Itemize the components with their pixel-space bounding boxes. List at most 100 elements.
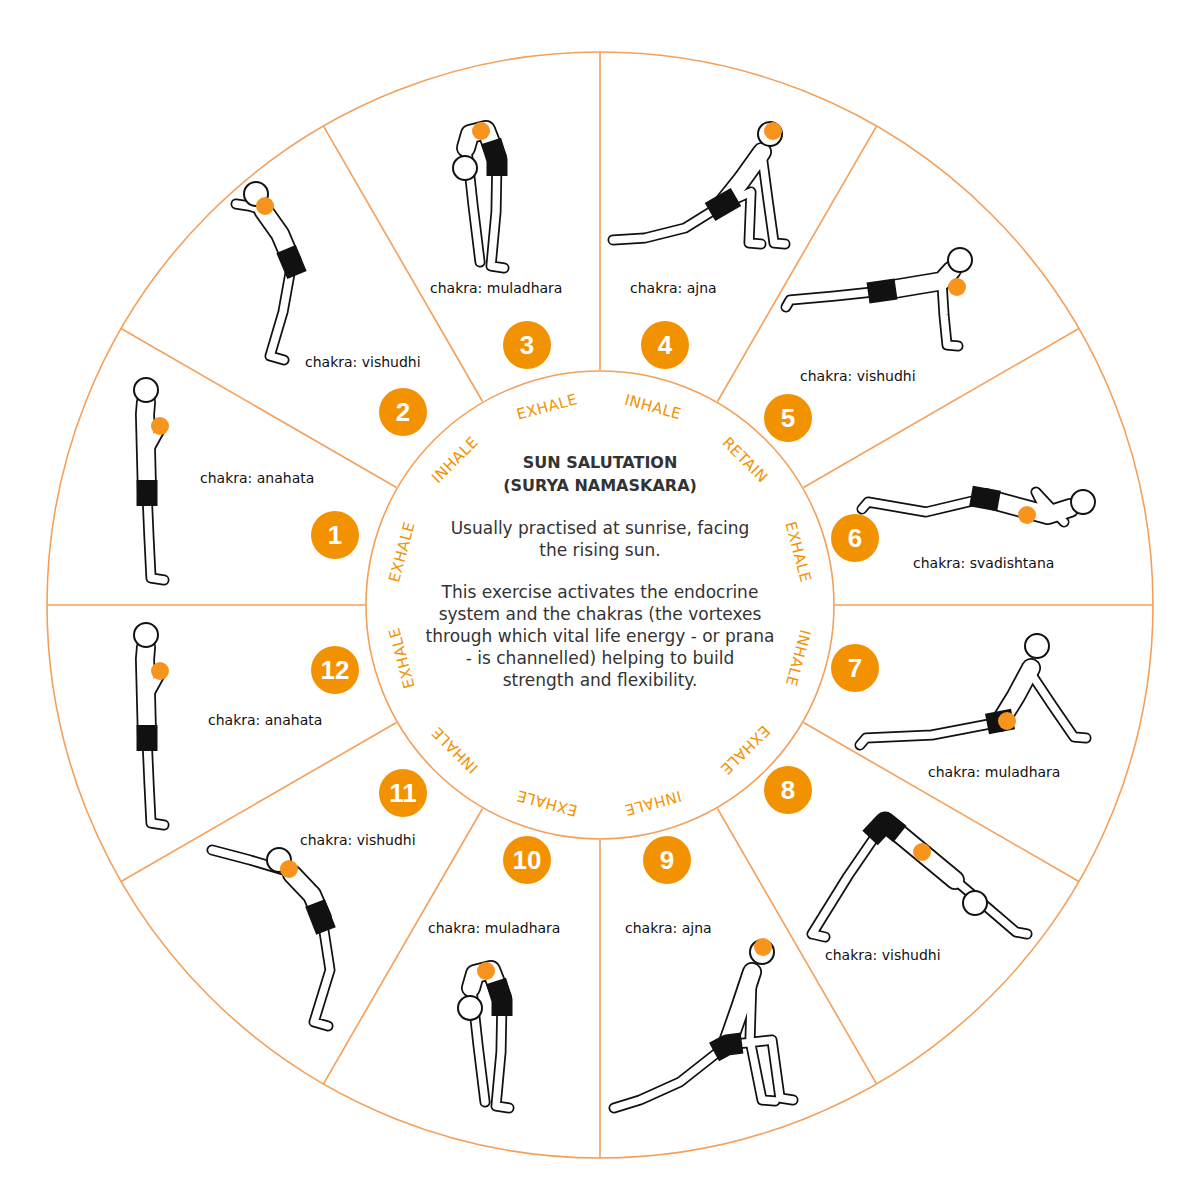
shorts bbox=[496, 981, 502, 1016]
torso-fill bbox=[145, 647, 147, 737]
torso-fill bbox=[145, 402, 147, 492]
pose-figure bbox=[613, 122, 785, 244]
callout-number: 10 bbox=[513, 845, 542, 875]
limb-outline bbox=[860, 672, 1086, 745]
chakra-label: chakra: vishudhi bbox=[300, 832, 416, 849]
breath-label: INHALE bbox=[623, 787, 684, 819]
pose-sector: 4 chakra: ajna bbox=[628, 278, 719, 372]
chakra-label: chakra: ajna bbox=[625, 920, 712, 937]
pose-sector: 8chakra: vishudhi bbox=[762, 764, 943, 966]
chakra-dot bbox=[280, 860, 298, 878]
callout-number: 1 bbox=[328, 520, 342, 550]
step-number: 8 bbox=[764, 766, 812, 814]
step-number: 11 bbox=[379, 769, 427, 817]
breath-label: EXHALE bbox=[515, 390, 580, 423]
limb-fill bbox=[786, 283, 958, 346]
shorts bbox=[137, 480, 158, 506]
head bbox=[458, 996, 482, 1020]
breath-label: INHALE bbox=[623, 391, 684, 423]
center-text-area: SUN SALUTATION (SURYA NAMASKARA)Usually … bbox=[410, 415, 790, 795]
callout-number: 8 bbox=[781, 775, 795, 805]
limb-fill bbox=[212, 850, 330, 1026]
center-text: This exercise activates the endocrine sy… bbox=[410, 581, 790, 691]
limb-fill bbox=[236, 204, 292, 360]
head bbox=[1071, 490, 1095, 514]
head bbox=[1025, 634, 1049, 658]
chakra-label: chakra: muladhara bbox=[430, 280, 562, 297]
chakra-dot bbox=[998, 712, 1016, 730]
shorts bbox=[315, 903, 326, 931]
pose-sector: 6chakra: svadishtana bbox=[829, 512, 1057, 574]
pose-sector: 5 chakra: vishudhi bbox=[762, 366, 918, 445]
chakra-dot bbox=[754, 938, 772, 956]
shorts bbox=[971, 496, 999, 501]
pose-figure bbox=[812, 822, 1027, 937]
chakra-dot bbox=[1018, 506, 1036, 524]
torso-outline bbox=[145, 647, 147, 737]
pose-figure bbox=[212, 848, 330, 1026]
step-number: 7 bbox=[831, 644, 879, 692]
chakra-label: chakra: ajna bbox=[630, 280, 717, 297]
callout-number: 3 bbox=[520, 330, 534, 360]
step-number: 2 bbox=[379, 388, 427, 436]
pose-figure bbox=[860, 634, 1086, 745]
chakra-dot bbox=[151, 417, 169, 435]
breath-label: INHALE bbox=[782, 628, 814, 689]
shorts bbox=[137, 725, 158, 751]
head bbox=[134, 378, 158, 402]
chakra-label: chakra: anahata bbox=[200, 470, 314, 487]
limb-fill bbox=[812, 822, 1027, 937]
step-number: 5 bbox=[764, 394, 812, 442]
shorts bbox=[286, 249, 297, 275]
chakra-label: chakra: anahata bbox=[208, 712, 322, 729]
pose-sector: 1 chakra: anahata bbox=[198, 468, 361, 562]
sector-divider bbox=[804, 329, 1079, 488]
callout-number: 9 bbox=[660, 845, 674, 875]
callout-number: 7 bbox=[848, 653, 862, 683]
pose-figure bbox=[458, 962, 509, 1108]
chakra-label: chakra: muladhara bbox=[928, 764, 1060, 781]
center-circle-outline bbox=[366, 371, 834, 839]
callout-number: 5 bbox=[781, 403, 795, 433]
pose-sector: 9 chakra: ajna bbox=[623, 834, 714, 939]
step-number: 6 bbox=[831, 514, 879, 562]
chakra-label: chakra: vishudhi bbox=[305, 354, 421, 371]
step-number: 3 bbox=[503, 321, 551, 369]
callout-number: 2 bbox=[396, 397, 410, 427]
callout-number: 12 bbox=[321, 655, 350, 685]
pose-figure bbox=[236, 182, 297, 360]
torso-outline bbox=[145, 402, 147, 492]
pose-sector: 2 chakra: vishudhi bbox=[303, 352, 429, 439]
head bbox=[963, 891, 987, 915]
chakra-label: chakra: vishudhi bbox=[800, 368, 916, 385]
breath-label: INHALE bbox=[428, 723, 482, 777]
chakra-dot bbox=[151, 662, 169, 680]
breath-label: RETAIN bbox=[719, 434, 772, 487]
chakra-dot bbox=[256, 197, 274, 215]
step-number: 10 bbox=[503, 836, 551, 884]
head bbox=[134, 623, 158, 647]
pose-sector: 12 chakra: anahata bbox=[206, 644, 361, 731]
pose-sector: 7 chakra: muladhara bbox=[829, 642, 1063, 783]
chakra-dot bbox=[948, 278, 966, 296]
chakra-label: chakra: muladhara bbox=[428, 920, 560, 937]
pose-figure bbox=[862, 490, 1095, 524]
limb-outline bbox=[614, 975, 793, 1108]
shorts bbox=[870, 822, 900, 838]
pose-figure bbox=[134, 623, 169, 825]
sector-divider bbox=[324, 809, 483, 1084]
step-number: 12 bbox=[311, 646, 359, 694]
limb-outline bbox=[812, 822, 1027, 937]
center-text: Usually practised at sunrise, facing the… bbox=[410, 517, 790, 561]
pose-sector: 3 chakra: muladhara bbox=[428, 278, 565, 372]
step-number: 4 bbox=[641, 321, 689, 369]
wheel bbox=[47, 52, 1153, 1158]
limb-outline bbox=[212, 850, 330, 1026]
chakra-dot bbox=[477, 962, 495, 980]
breath-label: EXHALE bbox=[385, 520, 418, 585]
sector-divider bbox=[47, 604, 365, 606]
step-number: 9 bbox=[643, 836, 691, 884]
pose-figure bbox=[786, 248, 972, 346]
head bbox=[758, 122, 782, 146]
